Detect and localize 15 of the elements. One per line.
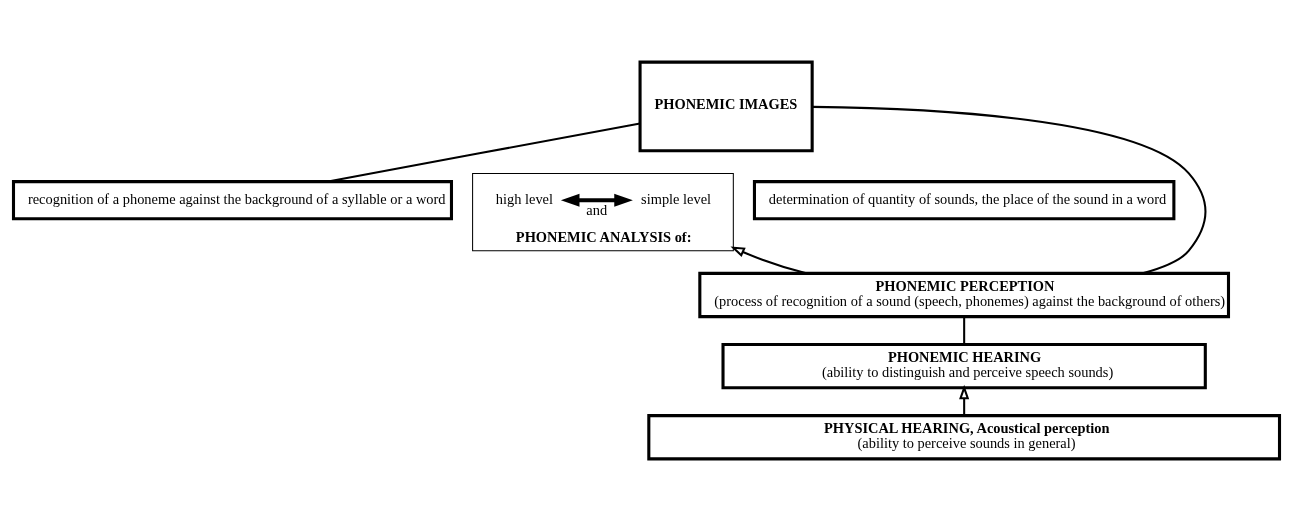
- connector: [963, 316, 966, 345]
- node-box: PHONEMIC IMAGES: [638, 60, 814, 153]
- connector: [326, 122, 641, 183]
- node-box: PHYSICAL HEARING, Acoustical perception (ability to perceive sounds in general): [647, 414, 1282, 461]
- edge-label: and: [586, 201, 608, 218]
- node-box: recognition of a phoneme against the background of a syllable or a word: [11, 180, 453, 221]
- node-text: simple level: [641, 191, 712, 208]
- arrow: [560, 193, 633, 207]
- arrow: [959, 384, 970, 416]
- node-text: high level: [495, 191, 553, 208]
- connector: [812, 105, 1207, 275]
- arrow: [730, 246, 807, 275]
- node-box: PHONEMIC PERCEPTION (process of recognition of a sound (speech, phonemes) against the background of others): [698, 271, 1231, 319]
- node-box: PHONEMIC HEARING (ability to distinguish and perceive speech sounds): [721, 342, 1207, 390]
- node-box: determination of quantity of sounds, the place of the sound in a word: [752, 180, 1176, 221]
